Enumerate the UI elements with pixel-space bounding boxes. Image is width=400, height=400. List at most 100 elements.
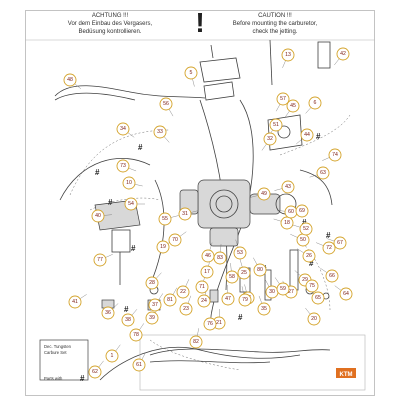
leader-line <box>235 239 239 248</box>
callout-circle <box>333 236 347 250</box>
kit-hash: # <box>80 374 85 383</box>
callout-47: 47 <box>221 292 235 306</box>
callout-circle <box>269 118 283 132</box>
callout-52: 52 <box>299 222 313 236</box>
warning-en-line2: check the jetting. <box>252 29 297 35</box>
callout-5: 5 <box>184 66 198 80</box>
callout-circle <box>302 249 316 263</box>
callout-44: 44 <box>300 128 314 142</box>
callout-circle <box>105 349 119 363</box>
callout-number: 28 <box>149 280 155 286</box>
callout-number: 51 <box>273 122 279 128</box>
callout-number: 66 <box>329 273 335 279</box>
leader-line <box>277 210 286 212</box>
callout-number: 53 <box>237 250 243 256</box>
callout-number: 72 <box>326 245 332 251</box>
leader-line <box>103 214 112 216</box>
callout-circle <box>148 298 162 312</box>
callout-39: 39 <box>145 311 159 325</box>
callout-number: 20 <box>311 316 317 322</box>
leader-line <box>158 293 164 301</box>
callout-number: 70 <box>172 237 178 243</box>
callout-number: 47 <box>225 296 231 302</box>
leader-line <box>282 60 286 68</box>
leader-line <box>261 143 267 151</box>
leader-line <box>141 352 146 360</box>
leader-line <box>305 307 311 315</box>
callout-circle <box>129 328 143 342</box>
callout-number: 21 <box>216 320 222 326</box>
warning-de-title: ACHTUNG !!! <box>92 13 129 19</box>
hash-mark: # <box>95 168 100 177</box>
callout-circle <box>286 99 300 113</box>
callout-79: 79 <box>238 293 252 307</box>
leader-line <box>334 285 342 291</box>
leader-line <box>105 254 113 258</box>
callout-circle <box>179 302 193 316</box>
callout-circle <box>163 293 177 307</box>
callout-number: 19 <box>160 244 166 250</box>
callout-number: 1 <box>111 353 114 359</box>
leader-line <box>128 167 137 172</box>
callout-circle <box>233 246 247 260</box>
callout-number: 32 <box>267 136 273 142</box>
callout-circle <box>124 197 138 211</box>
callout-circle <box>237 266 251 280</box>
callout-number: 73 <box>120 163 126 169</box>
callout-circle <box>145 311 159 325</box>
callout-36: 36 <box>101 306 115 320</box>
callout-33: 33 <box>153 125 167 139</box>
callout-number: 63 <box>320 170 326 176</box>
callout-number: 35 <box>261 306 267 312</box>
callout-number: 71 <box>199 284 205 290</box>
leader-line <box>79 294 87 299</box>
kit-line2: Carbure Set <box>44 350 67 355</box>
hash-mark: # <box>302 218 307 227</box>
callout-number: 43 <box>285 184 291 190</box>
callout-number: 81 <box>167 297 173 303</box>
callout-circle <box>257 187 271 201</box>
callout-58: 58 <box>225 270 239 284</box>
callout-66: 66 <box>325 269 339 283</box>
leader-line <box>316 242 324 246</box>
callout-35: 35 <box>257 302 271 316</box>
callout-circle <box>88 365 102 379</box>
callout-69: 69 <box>295 204 309 218</box>
callout-circle <box>184 66 198 80</box>
callout-78: 78 <box>129 328 143 342</box>
callout-circle <box>300 128 314 142</box>
callout-10: 10 <box>122 176 136 190</box>
callout-71: 71 <box>195 280 209 294</box>
callout-45: 45 <box>286 99 300 113</box>
callout-circle <box>197 294 211 308</box>
callout-67: 67 <box>333 236 347 250</box>
warning-header: ACHTUNG !!! Vor dem Einbau des Vergasers… <box>25 7 375 41</box>
callout-1: 1 <box>105 349 119 363</box>
ktm-logo <box>336 368 356 378</box>
callout-number: 46 <box>205 253 211 259</box>
callout-circle <box>325 269 339 283</box>
leader-line <box>115 344 121 352</box>
callout-circle <box>276 282 290 296</box>
callout-circle <box>145 276 159 290</box>
callout-37: 37 <box>148 298 162 312</box>
callout-48: 48 <box>63 73 77 87</box>
callout-number: 23 <box>183 306 189 312</box>
leader-line <box>253 257 258 265</box>
callout-25: 25 <box>237 266 251 280</box>
callout-circle <box>101 306 115 320</box>
throttle-cables <box>54 85 301 381</box>
top-cover-assembly <box>199 44 241 101</box>
callout-number: 82 <box>193 339 199 345</box>
callout-number: 76 <box>207 321 213 327</box>
callout-circle <box>93 253 107 267</box>
callout-13: 13 <box>281 48 295 62</box>
callout-31: 31 <box>178 207 192 221</box>
leader-line <box>296 248 304 254</box>
callout-80: 80 <box>253 263 267 277</box>
callout-63: 63 <box>316 166 330 180</box>
callout-17: 17 <box>200 265 214 279</box>
callout-number: 59 <box>280 286 286 292</box>
callout-number: 10 <box>126 180 132 186</box>
callout-number: 78 <box>133 332 139 338</box>
